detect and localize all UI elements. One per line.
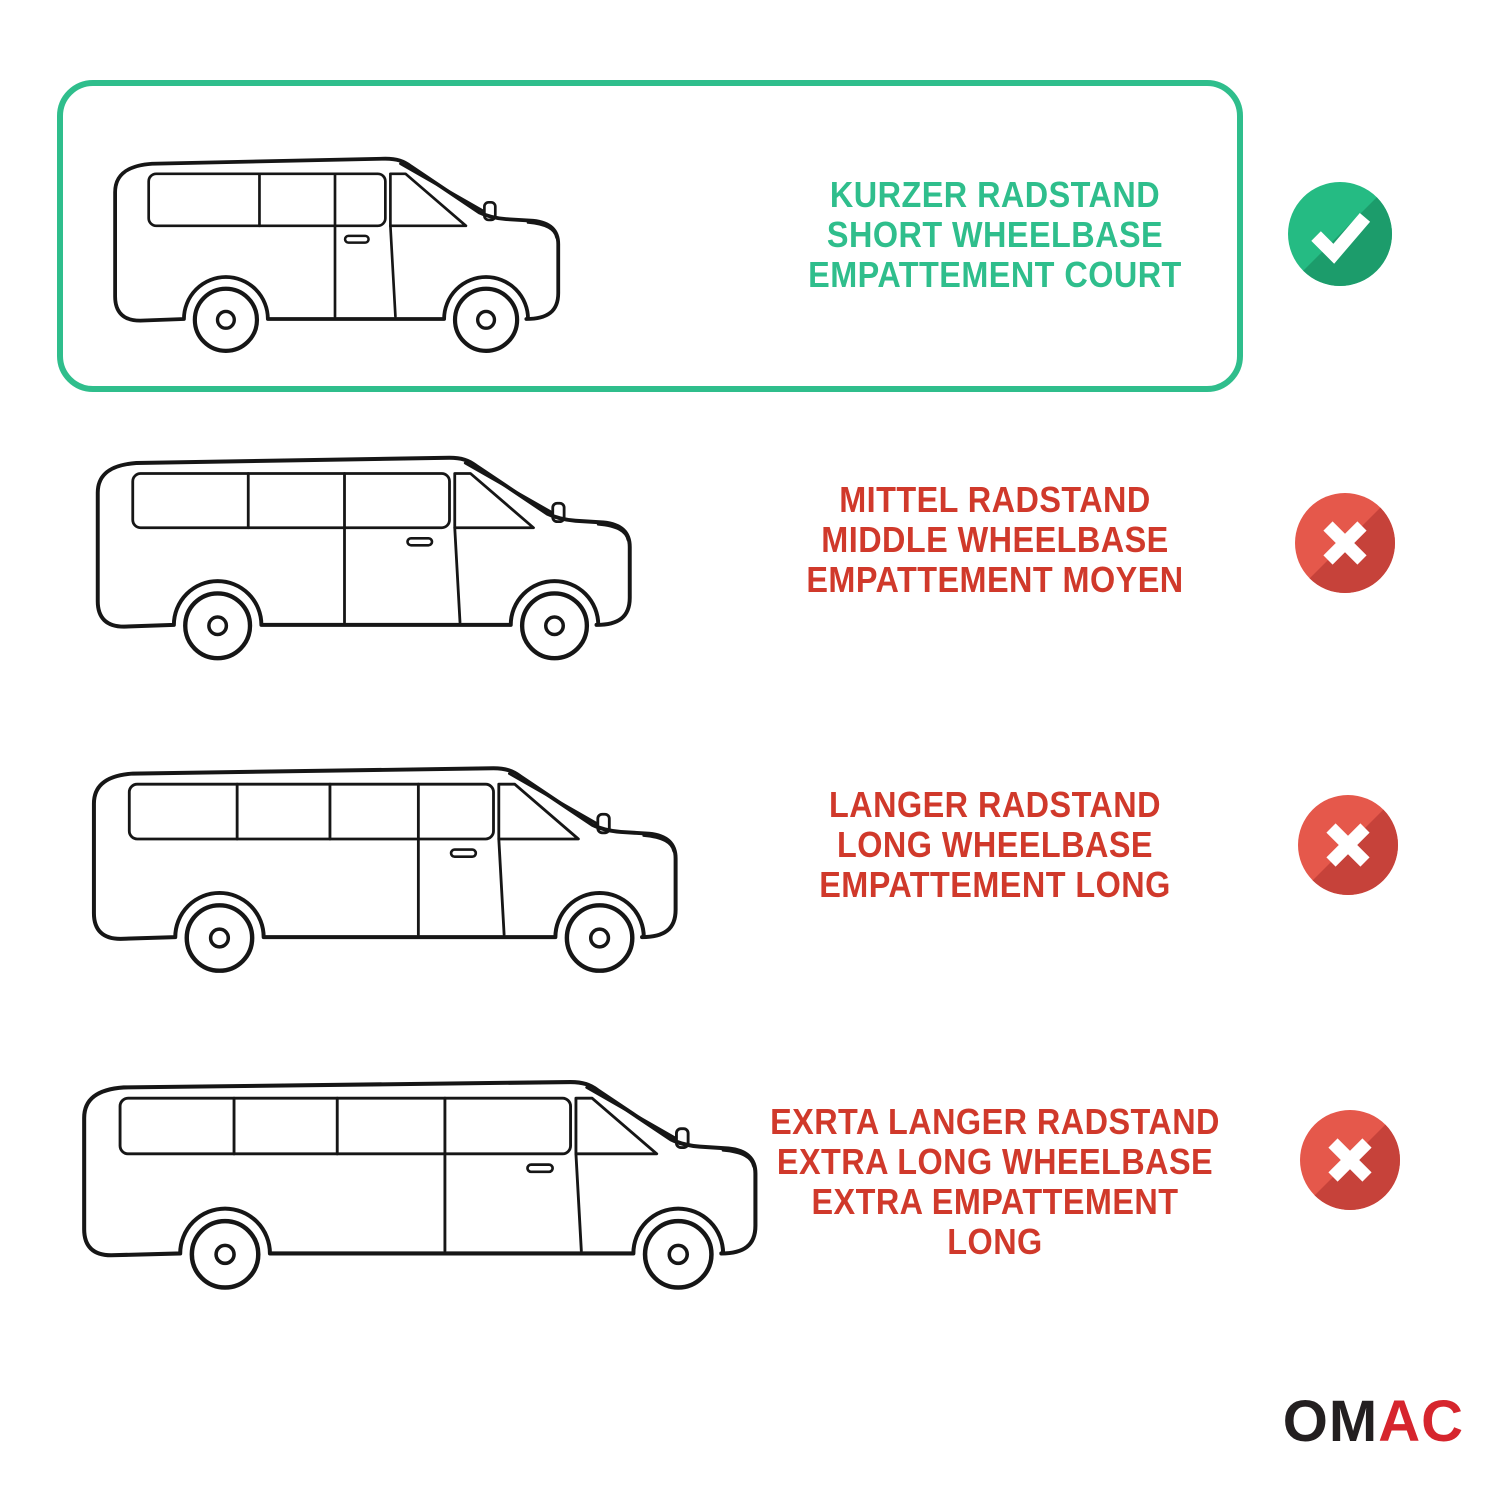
label-line-de: LANGER RADSTAND xyxy=(829,784,1161,825)
middle-wheelbase-van-illustration xyxy=(82,407,642,670)
label-line-fr: EMPATTEMENT COURT xyxy=(808,254,1182,295)
row-long-wheelbase: LANGER RADSTAND LONG WHEELBASE EMPATTEME… xyxy=(0,715,1500,995)
label-line-en: SHORT WHEELBASE xyxy=(826,214,1164,255)
cross-icon xyxy=(1295,493,1395,593)
row-middle-wheelbase: MITTEL RADSTAND MIDDLE WHEELBASE EMPATTE… xyxy=(0,400,1500,680)
extra-long-wheelbase-van-illustration xyxy=(68,1030,768,1299)
label-line-en: EXTRA LONG WHEELBASE xyxy=(776,1141,1214,1182)
logo-text-red: AC xyxy=(1378,1389,1464,1454)
short-wheelbase-van-illustration xyxy=(100,110,570,362)
row-short-wheelbase: KURZER RADSTAND SHORT WHEELBASE EMPATTEM… xyxy=(0,80,1500,392)
label-line-en: LONG WHEELBASE xyxy=(837,824,1153,865)
label-line-fr: EXTRA EMPATTEMENT LONG xyxy=(811,1181,1179,1262)
cross-icon xyxy=(1298,795,1398,895)
label-line-de: KURZER RADSTAND xyxy=(829,174,1161,215)
label-line-fr: EMPATTEMENT MOYEN xyxy=(806,559,1184,600)
label-line-fr: EMPATTEMENT LONG xyxy=(819,864,1171,905)
cross-icon xyxy=(1300,1110,1400,1210)
option-label-short-wheelbase: KURZER RADSTAND SHORT WHEELBASE EMPATTEM… xyxy=(761,175,1229,295)
omac-logo: OMAC xyxy=(1283,1388,1464,1455)
label-line-de: MITTEL RADSTAND xyxy=(839,479,1151,520)
selected-option-highlight-border xyxy=(57,80,1243,392)
long-wheelbase-van-illustration xyxy=(78,717,688,982)
option-label-middle-wheelbase: MITTEL RADSTAND MIDDLE WHEELBASE EMPATTE… xyxy=(761,480,1229,600)
label-line-en: MIDDLE WHEELBASE xyxy=(821,519,1169,560)
row-extra-long-wheelbase: EXRTA LANGER RADSTAND EXTRA LONG WHEELBA… xyxy=(0,1025,1500,1325)
option-label-extra-long-wheelbase: EXRTA LANGER RADSTAND EXTRA LONG WHEELBA… xyxy=(761,1102,1229,1262)
logo-text-black: OM xyxy=(1282,1389,1379,1454)
label-line-de: EXRTA LANGER RADSTAND xyxy=(770,1101,1220,1142)
option-label-long-wheelbase: LANGER RADSTAND LONG WHEELBASE EMPATTEME… xyxy=(761,785,1229,905)
check-icon xyxy=(1288,182,1392,286)
